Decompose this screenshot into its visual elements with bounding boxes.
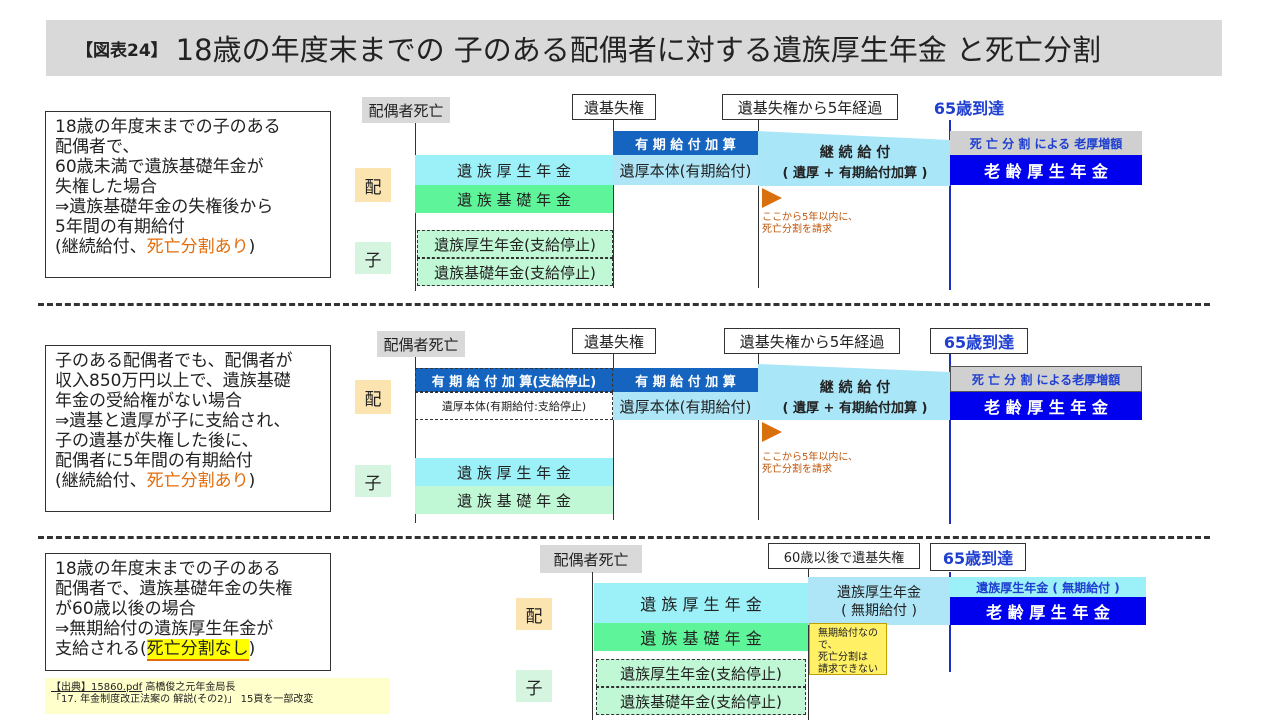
case1-child-label: 子 xyxy=(355,242,391,274)
case2-milestone-5years: 遺基失権から5年経過 xyxy=(724,328,900,354)
case1-keizoku-label1: 継 続 給 付 xyxy=(819,145,891,161)
case3-child-kiso-bar: 遺族基礎年金(支給停止) xyxy=(596,687,806,715)
case2-yuki-kasan-bar: 有 期 給 付 加 算 xyxy=(613,368,758,392)
case2-triangle-marker xyxy=(762,422,782,442)
case2-milestone-65: 65歳到達 xyxy=(930,328,1028,354)
case3-izoku-kiso-bar: 遺 族 基 礎 年 金 xyxy=(594,623,808,651)
case3-timeline-60 xyxy=(808,569,809,720)
case2-milestone-spouse-death: 配偶者死亡 xyxy=(377,331,465,357)
case1-description: 18歳の年度末までの子のある 配偶者で、 60歳未満で遺族基礎年金が 失権した場… xyxy=(45,111,331,278)
case2-spouse-label: 配 xyxy=(355,380,391,414)
case2-shibo-bunkatsu-bar: 死 亡 分 割 による老厚増額 xyxy=(950,366,1142,392)
case2-milestone-kiso-loss: 遺基失権 xyxy=(572,328,656,354)
case1-keizoku-shape xyxy=(758,131,950,186)
case3-milestone-60-kiso-loss: 60歳以後で遺基失権 xyxy=(768,543,920,569)
case3-child-kosei-bar: 遺族厚生年金(支給停止) xyxy=(596,659,806,687)
case1-yuki-kasan-bar: 有 期 給 付 加 算 xyxy=(613,131,758,155)
case1-keizoku-label2: ( 遺厚 + 有期給付加算 ) xyxy=(782,165,928,181)
case1-izoku-kosei-bar: 遺 族 厚 生 年 金 xyxy=(415,155,613,185)
case3-child-label: 子 xyxy=(516,670,552,702)
case2-keizoku-shape xyxy=(758,364,950,420)
case3-izoku-kosei-bar: 遺 族 厚 生 年 金 xyxy=(594,583,808,623)
case1-milestone-65: 65歳到達 xyxy=(922,94,1016,120)
case3-rorei-bar: 老 齢 厚 生 年 金 xyxy=(950,597,1146,625)
separator-2 xyxy=(38,536,1210,539)
case3-milestone-65: 65歳到達 xyxy=(930,543,1026,571)
case3-milestone-spouse-death: 配偶者死亡 xyxy=(540,545,642,573)
page-title: 18歳の年度末までの 子のある配偶者に対する遺族厚生年金 と死亡分割 xyxy=(175,33,1102,67)
case3-mukigen-top-bar: 遺族厚生年金 ( 無期給付 ) xyxy=(950,577,1146,597)
case3-mukigen-label2: ( 無期給付 ) xyxy=(841,603,917,619)
separator-1 xyxy=(38,303,1210,306)
case1-shibo-bunkatsu-bar: 死 亡 分 割 による 老厚増額 xyxy=(950,131,1142,155)
case2-hontai-stopped-bar: 遺厚本体(有期給付:支給停止) xyxy=(415,392,613,420)
case3-mukigen-label1: 遺族厚生年金 xyxy=(837,585,921,601)
case1-izoku-kiso-bar: 遺 族 基 礎 年 金 xyxy=(415,185,613,213)
case2-keizoku-label1: 継 続 給 付 xyxy=(819,380,891,396)
case2-child-kiso-bar: 遺 族 基 礎 年 金 xyxy=(415,486,613,514)
case2-child-kosei-bar: 遺 族 厚 生 年 金 xyxy=(415,458,613,486)
case2-keizoku-label2: ( 遺厚 + 有期給付加算 ) xyxy=(782,400,928,416)
case3-mukigen-bar xyxy=(808,577,950,625)
case1-note: ここから5年以内に、 死亡分割を請求 xyxy=(762,212,859,235)
case3-note: 無期給付なので、 死亡分割は 請求できない xyxy=(809,623,887,675)
case2-timeline-death xyxy=(415,357,416,523)
source-citation: 【出典】15860.pdf 高橋俊之元年金局長 「17. 年金制度改正法案の 解… xyxy=(45,678,390,714)
case3-description: 18歳の年度末までの子のある 配偶者で、遺族基礎年金の失権 が60歳以後の場合 … xyxy=(45,553,331,671)
case3-timeline-death xyxy=(592,572,593,720)
case2-note: ここから5年以内に、 死亡分割を請求 xyxy=(762,452,859,475)
case1-timeline-65 xyxy=(949,120,951,290)
case3-spouse-label: 配 xyxy=(516,598,552,630)
case1-milestone-5years: 遺基失権から5年経過 xyxy=(722,94,898,120)
case1-timeline-5years xyxy=(758,120,759,288)
case1-milestone-kiso-loss: 遺基失権 xyxy=(572,94,656,120)
case2-timeline-kiso-loss xyxy=(613,354,614,520)
case1-child-kosei-bar: 遺族厚生年金(支給停止) xyxy=(417,230,613,258)
case2-description: 子のある配偶者でも、配偶者が 収入850万円以上で、遺族基礎 年金の受給権がない… xyxy=(45,345,331,512)
case2-izoku-hontai-bar: 遺厚本体(有期給付) xyxy=(613,392,758,420)
case1-timeline-kiso-loss xyxy=(613,120,614,288)
case1-izoku-hontai-bar: 遺厚本体(有期給付) xyxy=(613,155,758,185)
case2-rorei-bar: 老 齢 厚 生 年 金 xyxy=(950,392,1142,420)
title-bar: 【図表24】 18歳の年度末までの 子のある配偶者に対する遺族厚生年金 と死亡分… xyxy=(46,20,1222,76)
case2-child-label: 子 xyxy=(355,465,391,497)
case2-yuki-kasan-stopped-bar: 有 期 給 付 加 算(支給停止) xyxy=(415,368,613,392)
figure-tag: 【図表24】 xyxy=(76,40,168,61)
case1-rorei-bar: 老 齢 厚 生 年 金 xyxy=(950,155,1142,185)
case1-spouse-label: 配 xyxy=(355,168,391,202)
case2-timeline-5years xyxy=(758,354,759,520)
case2-timeline-65 xyxy=(949,354,951,524)
case1-milestone-spouse-death: 配偶者死亡 xyxy=(362,97,450,123)
case1-triangle-marker xyxy=(762,188,782,208)
case1-child-kiso-bar: 遺族基礎年金(支給停止) xyxy=(417,258,613,286)
